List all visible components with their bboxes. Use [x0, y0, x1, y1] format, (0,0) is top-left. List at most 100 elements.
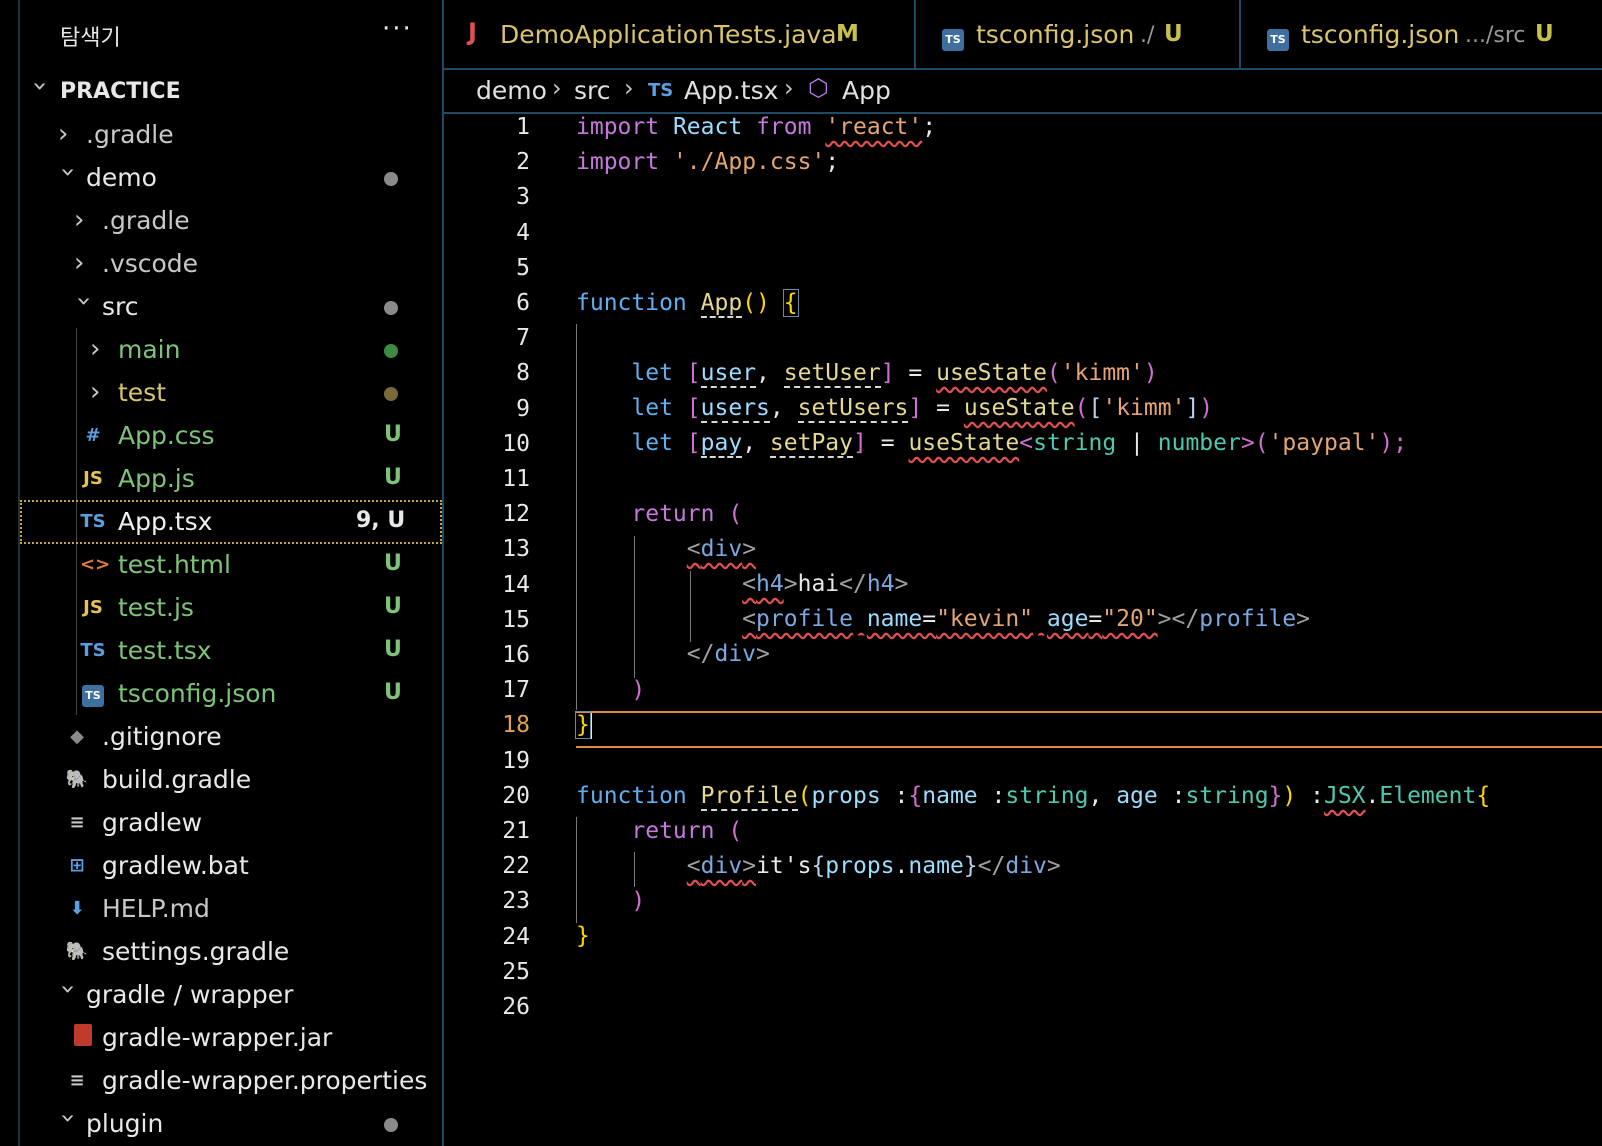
breadcrumb-item[interactable]: src	[574, 76, 611, 105]
line-number: 18	[502, 712, 530, 739]
explorer-header: 탐색기 ···	[20, 0, 442, 70]
git-status-badge: U	[384, 551, 402, 576]
line-number: 6	[516, 290, 530, 316]
tree-item-label: test	[118, 378, 167, 407]
chevron-down-icon: ›	[53, 167, 83, 178]
line-number: 7	[516, 325, 530, 352]
chevron-right-icon: ›	[74, 205, 85, 235]
chevron-down-icon: ›	[69, 296, 99, 307]
tree-item-gitignore[interactable]: ◆ .gitignore	[20, 715, 442, 759]
tree-item-label: gradlew.bat	[102, 851, 249, 880]
more-actions-icon[interactable]: ···	[382, 14, 413, 44]
tree-item-build-gradle[interactable]: 🐘 build.gradle	[20, 758, 442, 802]
workspace-root[interactable]: › PRACTICE	[20, 70, 442, 114]
git-status-badge: U	[1535, 21, 1554, 47]
tree-item-app-tsx[interactable]: TS App.tsx 9, U	[20, 500, 442, 544]
code-line-2: import './App.css';	[576, 149, 840, 175]
tree-item-label: .gradle	[86, 120, 174, 149]
tree-item-gradle-wrapper-properties[interactable]: ≡ gradle-wrapper.properties	[20, 1059, 442, 1103]
modified-dot	[384, 1118, 398, 1132]
line-number: 12	[502, 501, 530, 528]
tree-item-settings-gradle[interactable]: 🐘 settings.gradle	[20, 930, 442, 974]
code-line-12: return (	[631, 501, 743, 527]
code-line-22: <div>it's{props.name}</div>	[686, 853, 1061, 879]
git-status-badge: U	[1164, 21, 1183, 47]
tab-path: ./	[1140, 23, 1155, 48]
tree-item-demo-gradle[interactable]: › .gradle	[20, 199, 442, 243]
ts-file-icon: TS	[80, 640, 106, 661]
tree-item-label: tsconfig.json	[118, 679, 277, 708]
chevron-right-icon: ›	[58, 119, 69, 149]
tree-item-vscode[interactable]: › .vscode	[20, 242, 442, 286]
code-line-18: }	[575, 711, 592, 739]
breadcrumb-item[interactable]: App.tsx	[684, 76, 779, 105]
editor-area: J DemoApplicationTests.java M TS tsconfi…	[444, 0, 1602, 1146]
chevron-down-icon: ›	[53, 1113, 83, 1124]
tab-demo-application-tests[interactable]: J DemoApplicationTests.java M	[444, 0, 916, 68]
breadcrumb-item[interactable]: App	[842, 76, 891, 105]
tree-item-label: App.js	[118, 464, 195, 493]
tree-item-gradlew[interactable]: ≡ gradlew	[20, 801, 442, 845]
line-number: 23	[502, 888, 530, 915]
ts-file-icon: TS	[648, 80, 674, 101]
tsconfig-file-icon: TS	[80, 680, 106, 708]
text-file-icon: ≡	[69, 1070, 85, 1091]
tree-item-test-js[interactable]: JS test.js U	[20, 586, 442, 630]
tree-item-app-css[interactable]: # App.css U	[20, 414, 442, 458]
tsconfig-file-icon: TS	[1267, 21, 1289, 51]
tree-item-test[interactable]: › test	[20, 371, 442, 415]
tree-item-label: .gitignore	[102, 722, 222, 751]
tab-tsconfig-src[interactable]: TS tsconfig.json .../src U	[1239, 0, 1602, 68]
indent-guide	[76, 328, 77, 715]
chevron-down-icon: ›	[53, 984, 83, 995]
breadcrumb-item[interactable]: demo	[476, 76, 547, 105]
tree-item-label: src	[102, 292, 139, 321]
code-line-17: )	[631, 677, 646, 703]
line-number: 2	[516, 149, 530, 176]
tab-tsconfig-root[interactable]: TS tsconfig.json ./ U	[914, 0, 1241, 68]
tab-label: tsconfig.json	[976, 20, 1135, 49]
tree-item-label: build.gradle	[102, 765, 252, 794]
git-status-badge: M	[836, 21, 859, 47]
tree-item-app-js[interactable]: JS App.js U	[20, 457, 442, 501]
tree-item-src[interactable]: › src	[20, 285, 442, 329]
line-number: 22	[502, 853, 530, 880]
tree-item-gradle-wrapper[interactable]: › gradle / wrapper	[20, 973, 442, 1017]
chevron-down-icon: ›	[25, 81, 55, 92]
indent-guide	[634, 536, 635, 678]
code-line-10: let [pay, setPay] = useState<string | nu…	[631, 430, 1408, 458]
tab-path: .../src	[1465, 23, 1526, 48]
js-file-icon: JS	[83, 597, 103, 618]
editor-tabs: J DemoApplicationTests.java M TS tsconfi…	[444, 0, 1602, 70]
tree-item-test-html[interactable]: <> test.html U	[20, 543, 442, 587]
tree-item-tsconfig[interactable]: TS tsconfig.json U	[20, 672, 442, 716]
line-number: 3	[516, 184, 530, 211]
current-line-highlight	[576, 711, 1602, 748]
chevron-right-icon: ›	[90, 334, 101, 364]
tree-item-main[interactable]: › main	[20, 328, 442, 372]
tree-item-help-md[interactable]: ⬇ HELP.md	[20, 887, 442, 931]
line-number: 1	[516, 114, 530, 140]
chevron-right-icon: ›	[74, 248, 85, 278]
line-number: 21	[502, 818, 530, 844]
tree-item-gradle-wrapper-jar[interactable]: gradle-wrapper.jar	[20, 1016, 442, 1060]
tree-item-demo[interactable]: › demo	[20, 156, 442, 200]
tree-item-test-tsx[interactable]: TS test.tsx U	[20, 629, 442, 673]
line-number: 9	[516, 395, 530, 422]
tree-item-plugin[interactable]: › plugin	[20, 1102, 442, 1146]
git-status-badge: U	[384, 594, 402, 619]
tree-item-gradle[interactable]: › .gradle	[20, 113, 442, 157]
gradle-elephant-icon: 🐘	[65, 941, 89, 962]
git-status-badge: U	[384, 422, 402, 447]
line-number: 19	[502, 747, 530, 774]
modified-dot	[384, 301, 398, 315]
code-line-8: let [user, setUser] = useState('kimm')	[631, 360, 1158, 388]
tree-item-label: test.html	[118, 550, 231, 579]
tree-item-label: test.tsx	[118, 636, 212, 665]
chevron-right-icon: ›	[624, 74, 634, 102]
workspace-label: PRACTICE	[60, 79, 181, 104]
tree-item-gradlew-bat[interactable]: ⊞ gradlew.bat	[20, 844, 442, 888]
line-number: 17	[502, 677, 530, 704]
